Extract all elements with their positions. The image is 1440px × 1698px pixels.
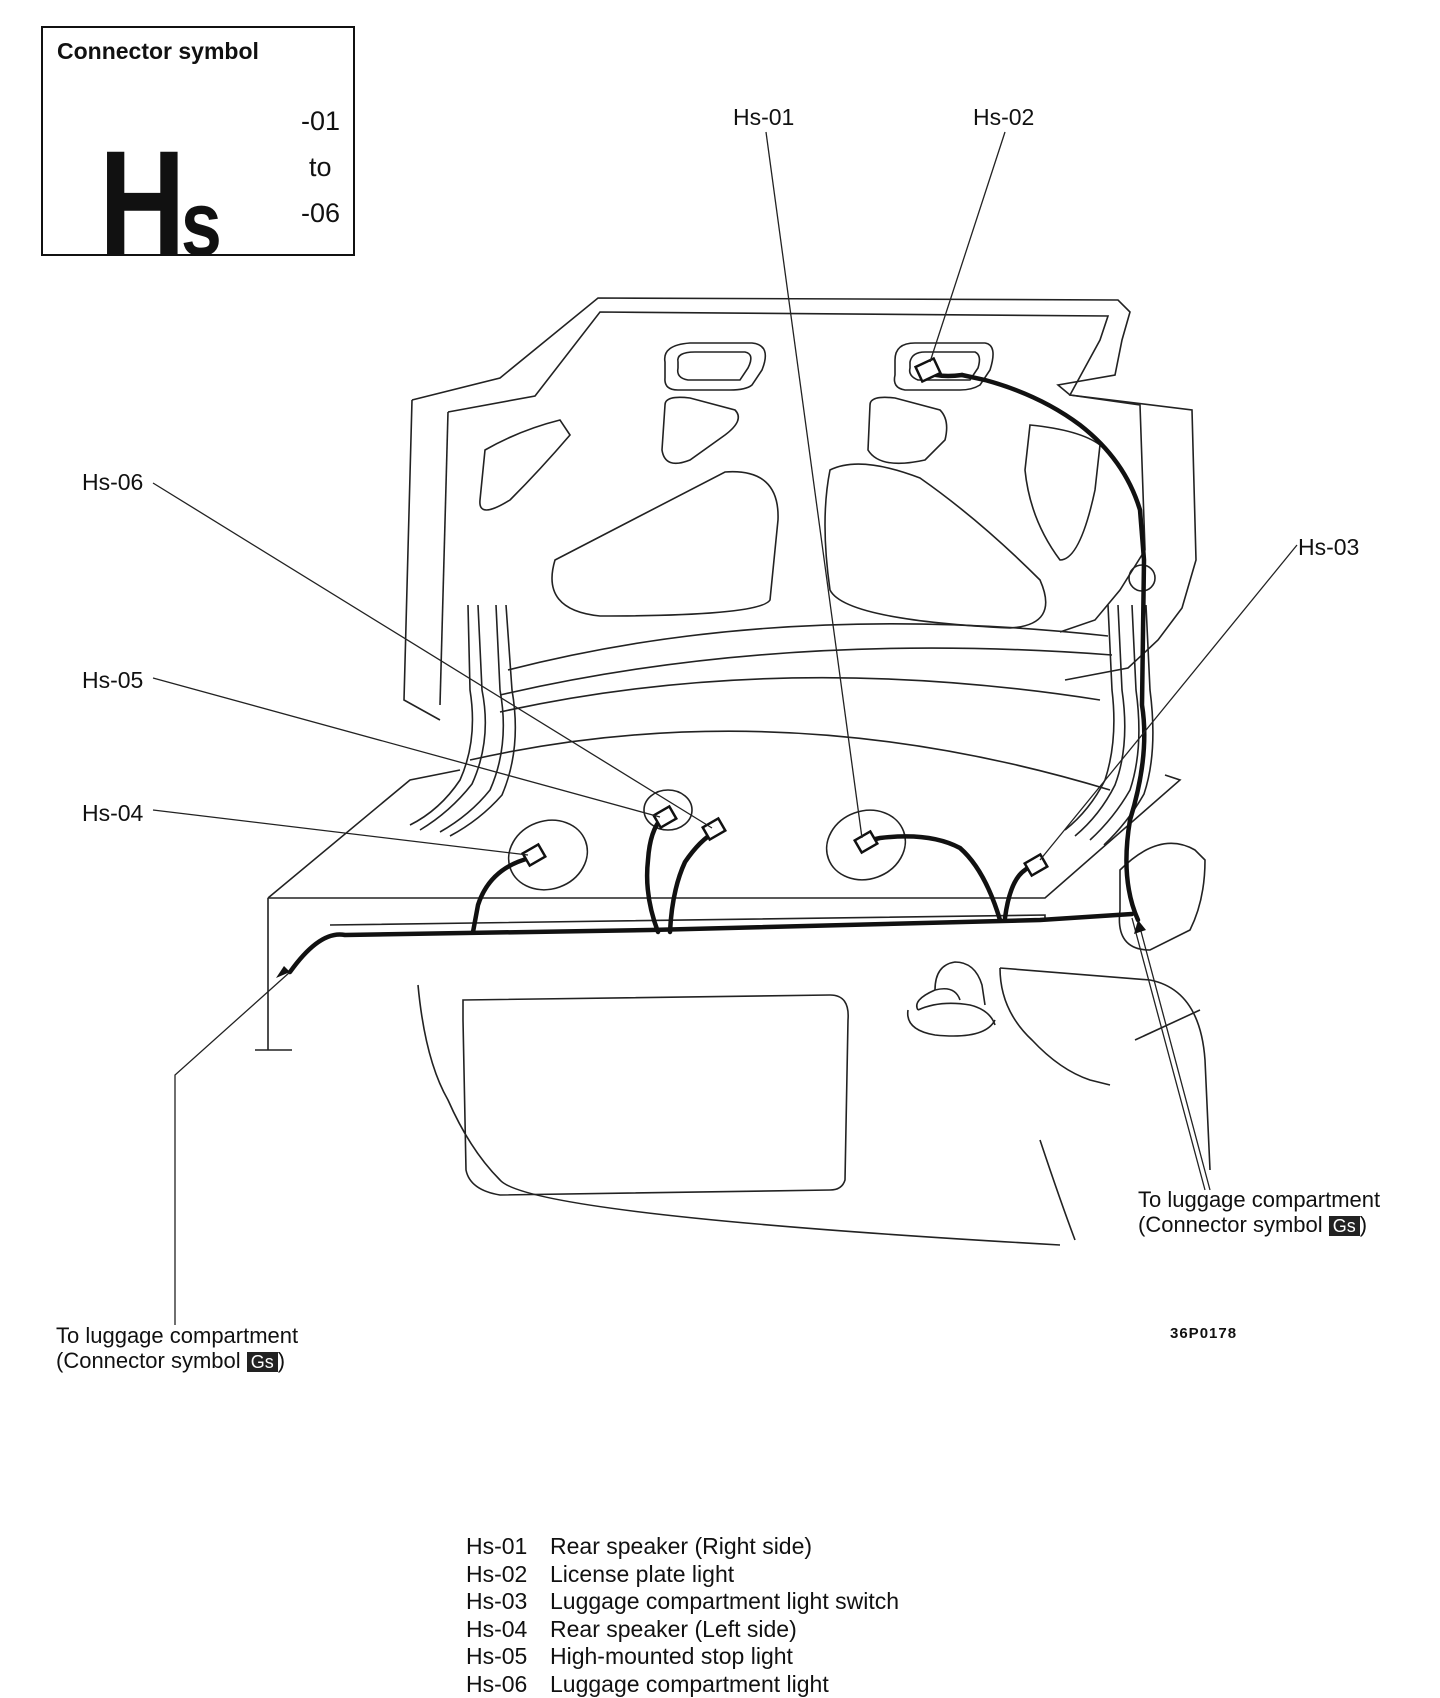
figure-code: 36P0178 [1170,1325,1237,1342]
key-desc: High-mounted stop light [550,1643,793,1671]
note-left-text: (Connector symbol [56,1348,247,1373]
callout-hs01: Hs-01 [733,104,794,131]
note-right-line2: (Connector symbol Gs) [1138,1212,1380,1239]
note-left-line1: To luggage compartment [56,1323,298,1348]
callout-hs02: Hs-02 [973,104,1034,131]
callout-hs06: Hs-06 [82,469,143,496]
key-desc: License plate light [550,1561,734,1589]
key-desc: Rear speaker (Left side) [550,1616,797,1644]
note-left-close: ) [278,1348,285,1373]
gs-connector-badge: Gs [1329,1216,1360,1236]
key-code: Hs-03 [466,1588,550,1616]
key-code: Hs-04 [466,1616,550,1644]
connectors [523,359,1048,876]
connector-hs02 [916,359,941,382]
key-desc: Rear speaker (Right side) [550,1533,812,1561]
note-left: To luggage compartment (Connector symbol… [56,1323,298,1375]
callout-hs05: Hs-05 [82,667,143,694]
key-desc: Luggage compartment light switch [550,1588,899,1616]
connector-hs01 [855,831,878,852]
key-code: Hs-06 [466,1671,550,1698]
connector-hs03 [1025,854,1048,875]
key-code: Hs-01 [466,1533,550,1561]
body-outline [255,565,1210,1245]
note-right-line1: To luggage compartment [1138,1187,1380,1212]
key-code: Hs-02 [466,1561,550,1589]
gs-connector-badge: Gs [247,1352,278,1372]
callout-hs03: Hs-03 [1298,534,1359,561]
callout-hs04: Hs-04 [82,800,143,827]
note-right-text: (Connector symbol [1138,1212,1329,1237]
note-right: To luggage compartment (Connector symbol… [1138,1187,1380,1239]
note-left-line2: (Connector symbol Gs) [56,1348,298,1375]
note-right-close: ) [1360,1212,1367,1237]
wiring-harness [290,372,1144,972]
key-desc: Luggage compartment light [550,1671,829,1698]
key-code: Hs-05 [466,1643,550,1671]
